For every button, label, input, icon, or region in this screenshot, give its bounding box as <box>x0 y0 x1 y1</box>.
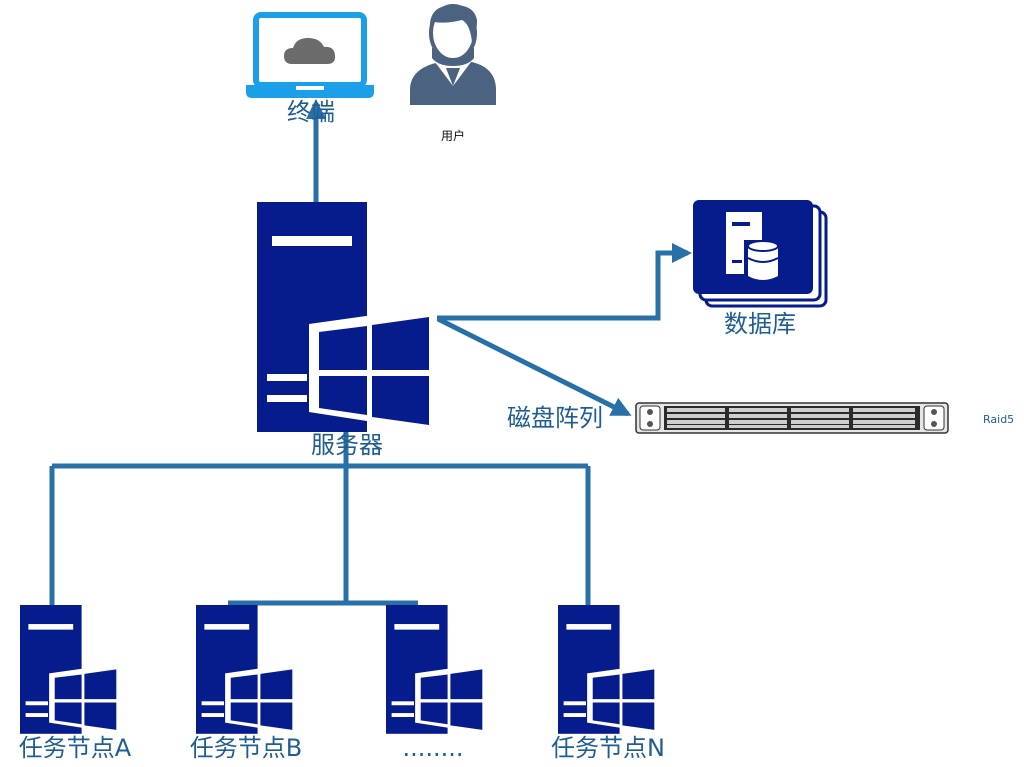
rack-disk-array-icon <box>635 402 949 434</box>
node-b-label: 任务节点B <box>190 734 302 762</box>
server-to-database-line <box>436 243 692 321</box>
user-label: 用户 <box>441 128 465 143</box>
raid-label: Raid5 <box>983 413 1014 426</box>
task-node-n <box>558 605 659 734</box>
task-node-a <box>20 605 121 734</box>
database-server-icon <box>693 200 828 308</box>
task-node-dots <box>386 605 487 734</box>
node-dots-label: ........ <box>402 734 463 762</box>
task-node-b <box>196 605 297 734</box>
database-label: 数据库 <box>724 310 796 338</box>
node-n-label: 任务节点N <box>551 734 665 762</box>
server-to-disk-array-line <box>434 315 632 417</box>
user-avatar-icon <box>410 4 496 105</box>
server-label: 服务器 <box>311 431 383 459</box>
windows-server-icon <box>257 202 437 432</box>
terminal-label: 终端 <box>287 98 335 126</box>
node-a-label: 任务节点A <box>19 734 132 762</box>
laptop-cloud-icon <box>246 12 374 98</box>
connector-lines <box>49 99 692 606</box>
disk-array-label: 磁盘阵列 <box>507 404 603 432</box>
